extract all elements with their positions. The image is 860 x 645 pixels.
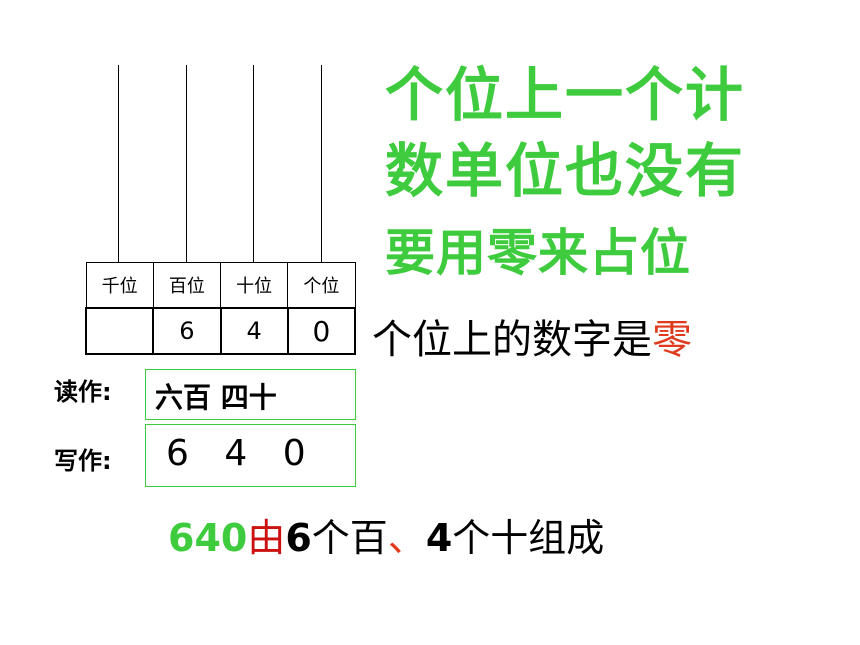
read-value: 六百 四十 [155, 381, 277, 414]
value-hundreds: 6 [152, 307, 222, 355]
write-label: 写作: [54, 447, 112, 475]
abacus-rod-tens [253, 65, 254, 262]
summary-tens-text: 个十组成 [452, 516, 605, 560]
summary-number: 640 [168, 516, 248, 560]
read-box: 六百 四十 [145, 369, 356, 420]
heading-line-2: 数单位也没有 [385, 137, 746, 205]
abacus-rod-ones [321, 65, 322, 262]
header-thousands: 千位 [85, 262, 154, 309]
write-value: 6 4 0 [166, 433, 318, 474]
value-ones: 0 [286, 307, 357, 355]
summary-sentence: 640由6个百、4个十组成 [168, 507, 604, 562]
summary-connector: 由 [247, 516, 286, 560]
header-hundreds: 百位 [152, 262, 222, 309]
header-ones: 个位 [287, 262, 356, 309]
summary-hundreds-text: 个百 [311, 516, 388, 560]
place-value-row: 6 4 0 [84, 307, 357, 355]
header-tens: 十位 [219, 262, 289, 309]
place-header-row: 千位 百位 十位 个位 [85, 262, 356, 309]
abacus-rod-thousands [118, 65, 119, 262]
ones-note: 个位上的数字是零 [372, 307, 692, 365]
write-box: 6 4 0 [145, 424, 356, 487]
summary-hundreds-digit: 6 [285, 516, 312, 560]
heading-line-3: 要用零来占位 [385, 224, 691, 282]
heading-line-1: 个位上一个计 [385, 61, 746, 129]
read-label: 读作: [54, 378, 112, 406]
summary-tens-digit: 4 [425, 516, 453, 560]
ones-note-highlight: 零 [652, 317, 692, 363]
summary-separator: 、 [387, 516, 426, 560]
value-tens: 4 [219, 307, 289, 355]
place-value-table: 千位 百位 十位 个位 6 4 0 [84, 262, 357, 355]
abacus-rod-hundreds [186, 65, 187, 262]
value-thousands [84, 307, 155, 355]
ones-note-text: 个位上的数字是 [372, 317, 652, 363]
